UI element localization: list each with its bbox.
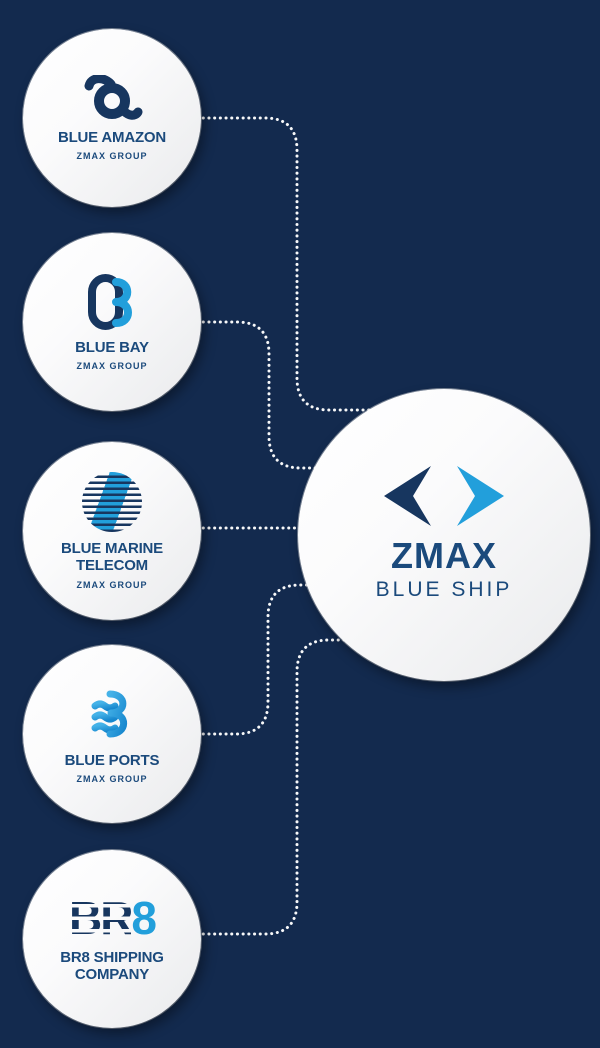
connector-blue-ports xyxy=(110,583,322,736)
group-label: ZMAX GROUP xyxy=(76,774,148,785)
zmax-double-arrow-icon xyxy=(384,466,504,527)
blue-bay-interlocked-b-mark-icon xyxy=(87,273,137,331)
company-name: BLUE BAY xyxy=(75,338,149,356)
blue-amazon-a-mark-icon xyxy=(81,74,143,121)
company-name: BLUE PORTS xyxy=(64,751,160,769)
connector-blue-bay xyxy=(110,320,328,470)
company-name: BR8 SHIPPING COMPANY xyxy=(60,948,164,983)
blue-ship-brand-text: BLUE SHIP xyxy=(375,578,513,602)
company-name: BLUE AMAZON xyxy=(57,128,167,146)
group-label: ZMAX GROUP xyxy=(76,361,148,372)
zmax-brand-text: ZMAX xyxy=(391,535,497,577)
br8-wordmark-eight: 8 xyxy=(131,891,157,944)
group-label: ZMAX GROUP xyxy=(76,579,148,590)
node-blue-bay: BLUE BAY ZMAX GROUP xyxy=(23,233,201,411)
node-zmax-blue-ship: ZMAX BLUE SHIP xyxy=(298,389,590,681)
connector-br8 xyxy=(110,638,356,936)
node-blue-marine-telecom: BLUE MARINE TELECOM ZMAX GROUP xyxy=(23,442,201,620)
wave-b-mark-icon xyxy=(86,684,138,744)
group-label: ZMAX GROUP xyxy=(76,151,148,162)
br8-wordmark-br: BR xyxy=(68,891,133,944)
connector-blue-amazon xyxy=(110,116,374,412)
node-blue-ports: BLUE PORTS ZMAX GROUP xyxy=(23,645,201,823)
node-blue-amazon: BLUE AMAZON ZMAX GROUP xyxy=(23,29,201,207)
company-name: BLUE MARINE TELECOM xyxy=(61,540,163,574)
striped-globe-mark-icon xyxy=(82,472,142,533)
